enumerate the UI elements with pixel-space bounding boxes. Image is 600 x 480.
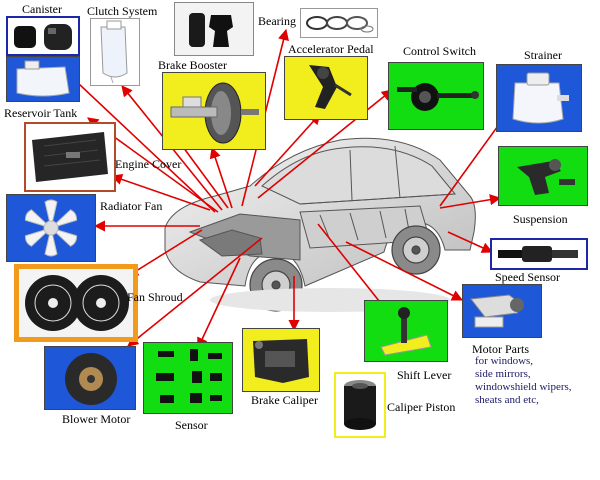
canister-image <box>6 16 80 56</box>
fan-shroud-label: Fan Shroud <box>127 290 183 304</box>
caliper-piston-image <box>334 372 386 438</box>
motor-parts-detail-4: sheats and etc, <box>475 394 539 406</box>
sensor-label: Sensor <box>175 418 208 432</box>
fan-shroud-image <box>14 264 138 342</box>
caliper-piston-label: Caliper Piston <box>387 400 456 414</box>
reservoir-tank-image <box>6 56 80 102</box>
canister-label: Canister <box>22 2 62 16</box>
motor-parts-detail-2: side mirrors, <box>475 368 531 380</box>
sensor-image <box>143 342 233 414</box>
speed-sensor-image <box>490 238 588 270</box>
engine-cover-label: Engine Cover <box>115 157 182 171</box>
suspension-image <box>498 146 588 206</box>
radiator-fan-label: Radiator Fan <box>100 199 163 213</box>
suspension-label: Suspension <box>513 212 568 226</box>
brake-caliper-label: Brake Caliper <box>251 393 318 407</box>
radiator-fan-image <box>6 194 96 262</box>
motor-parts-detail-1: for windows, <box>475 355 534 367</box>
motor-parts-detail-3: windowshield wipers, <box>475 381 572 393</box>
strainer-image <box>496 64 582 132</box>
accelerator-pedal-image <box>284 56 368 120</box>
shift-lever-label: Shift Lever <box>397 368 452 382</box>
blower-motor-image <box>44 346 136 410</box>
clutch-system-image <box>90 18 140 86</box>
control-switch-label: Control Switch <box>403 44 477 58</box>
brake-booster-label: Brake Booster <box>158 58 227 72</box>
shift-lever-image <box>364 300 448 362</box>
bearing-rings-image <box>300 8 378 38</box>
bearing-main-image <box>174 2 254 56</box>
blower-motor-label: Blower Motor <box>62 412 131 426</box>
engine-cover-image <box>24 122 116 192</box>
car-body <box>164 137 476 287</box>
clutch-system-label: Clutch System <box>87 4 158 18</box>
control-switch-image <box>388 62 484 130</box>
motor-parts-label: Motor Parts <box>472 342 529 356</box>
bearing-label: Bearing <box>258 14 296 28</box>
accelerator-pedal-label: Accelerator Pedal <box>288 42 374 56</box>
speed-sensor-label: Speed Sensor <box>495 270 560 284</box>
brake-booster-image <box>162 72 266 150</box>
motor-parts-image <box>462 284 542 338</box>
brake-caliper-image <box>242 328 320 392</box>
reservoir-tank-label: Reservoir Tank <box>4 106 78 120</box>
strainer-label: Strainer <box>524 48 562 62</box>
